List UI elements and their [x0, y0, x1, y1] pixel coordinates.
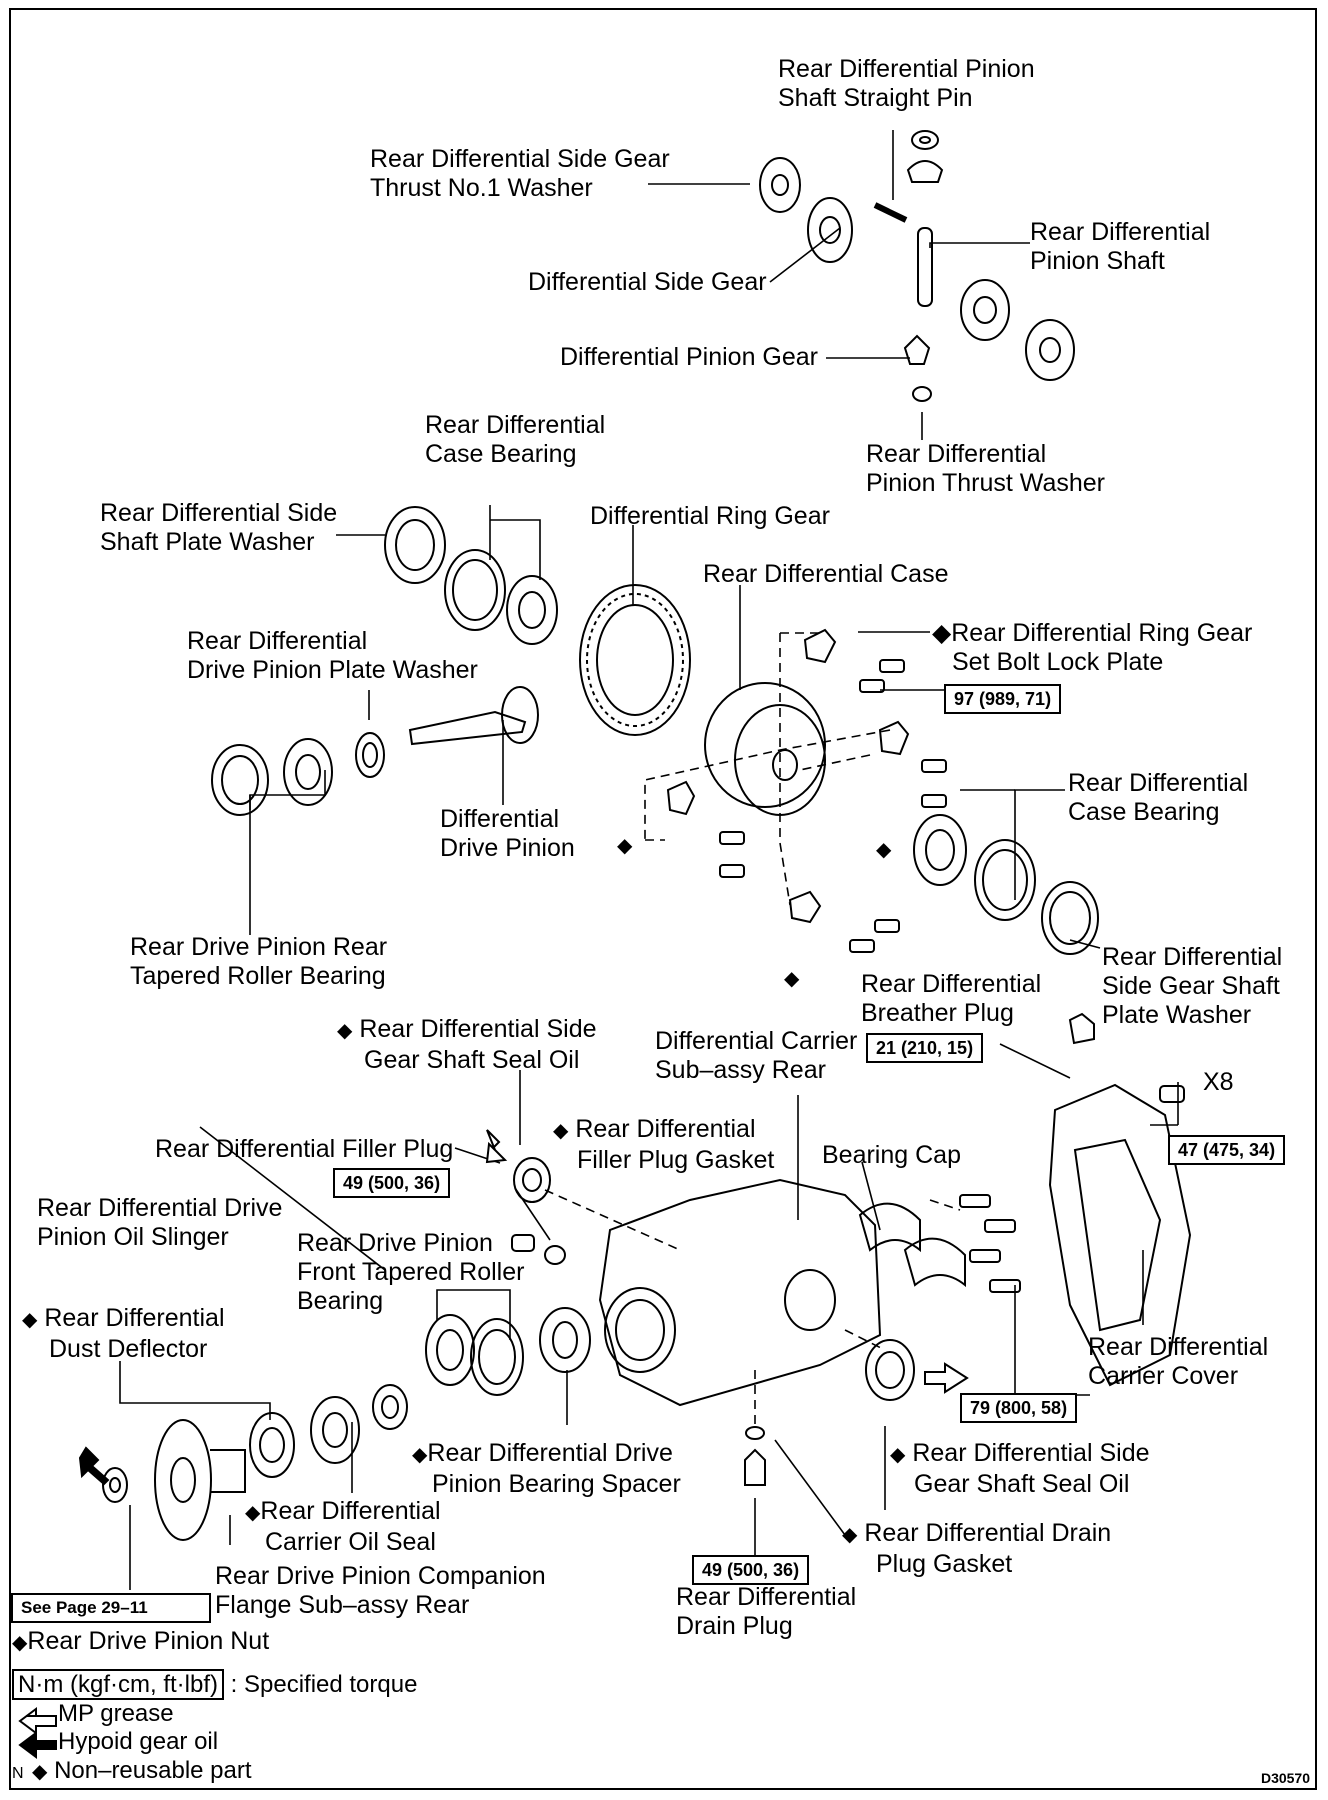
label-filler-plug: Rear Differential Filler Plug	[155, 1135, 454, 1163]
legend-mp-grease: MP grease	[58, 1700, 174, 1727]
label-pinion-gear: Differential Pinion Gear	[560, 343, 819, 371]
label-pinion-nut: ◆Rear Drive Pinion Nut	[12, 1627, 270, 1655]
legend-grease-arrow	[18, 1707, 57, 1735]
non-reusable-mark: ◆	[876, 839, 892, 861]
dashed-lines	[544, 632, 961, 1430]
ring-gear-group	[211, 506, 691, 816]
non-reusable-mark: ◆	[617, 835, 633, 857]
legend-oil-arrow	[18, 1731, 57, 1759]
label-x8: X8	[1203, 1068, 1234, 1096]
torque-bearing-cap: 79 (800, 58)	[960, 1393, 1078, 1423]
mp-grease-arrow	[485, 1129, 508, 1164]
carrier-group	[102, 1012, 1192, 1541]
torque-drain: 49 (500, 36)	[692, 1555, 810, 1585]
non-reusable-mark: ◆	[784, 968, 800, 990]
legend-hypoid-oil: Hypoid gear oil	[58, 1728, 219, 1755]
hypoid-oil-arrow	[78, 1446, 110, 1486]
legend-torque: N·m (kgf·cm, ft·lbf) : Specified torque	[12, 1669, 417, 1700]
label-diff-case: Rear Differential Case	[703, 560, 949, 588]
figure-code: D30570	[1260, 1770, 1310, 1786]
legend-torque-box: N·m (kgf·cm, ft·lbf)	[12, 1669, 224, 1700]
label-bearing-cap: Bearing Cap	[822, 1141, 961, 1169]
diff-case-group	[666, 628, 1099, 955]
diagram-frame	[9, 8, 1317, 1790]
torque-breather: 21 (210, 15)	[866, 1033, 984, 1063]
torque-ring-gear-bolt: 97 (989, 71)	[944, 684, 1062, 714]
mp-grease-arrow	[924, 1362, 969, 1394]
pinion-shaft-group	[759, 130, 1075, 402]
label-side-gear: Differential Side Gear	[528, 268, 767, 296]
label-ring-gear: Differential Ring Gear	[590, 502, 830, 530]
leader-lines	[119, 130, 1179, 1590]
torque-cover-bolt: 47 (475, 34)	[1168, 1135, 1286, 1165]
n-mark: N	[12, 1765, 24, 1782]
torque-filler: 49 (500, 36)	[333, 1168, 451, 1198]
arrows	[18, 1129, 969, 1759]
legend-non-reusable: ◆ Non–reusable part	[32, 1757, 252, 1784]
see-page-box: See Page 29–11	[11, 1593, 211, 1623]
